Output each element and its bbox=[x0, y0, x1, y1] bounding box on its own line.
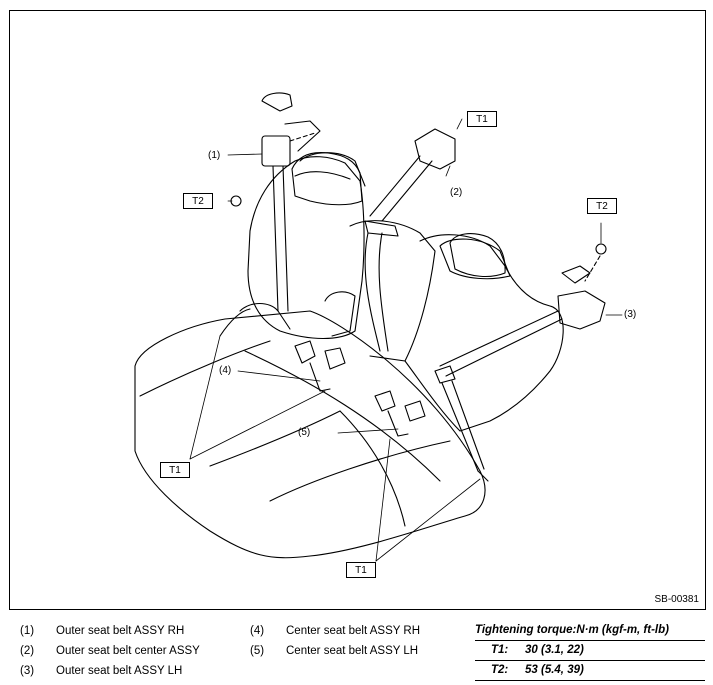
torque-box-t2-right: T2 bbox=[587, 198, 617, 214]
legend-item: (5) Center seat belt ASSY LH bbox=[250, 641, 420, 661]
seat-cushion bbox=[134, 310, 486, 559]
legend-label: Outer seat belt ASSY LH bbox=[56, 665, 183, 677]
callout-2: (2) bbox=[450, 187, 463, 198]
legend-label: Center seat belt ASSY LH bbox=[286, 645, 419, 657]
diagram-figure: (1) (2) (3) (4) (5) T1 T2 T2 T1 T1 SB-00… bbox=[9, 10, 706, 610]
torque-box-t1-bottom-left: T1 bbox=[160, 462, 190, 478]
torque-key-t1: T1: bbox=[491, 644, 509, 656]
retractor-center bbox=[414, 128, 456, 170]
callout-5: (5) bbox=[298, 427, 311, 438]
buckle-center-rh bbox=[294, 340, 316, 364]
torque-box-t2-left: T2 bbox=[183, 193, 213, 209]
torque-value-t2: 53 (5.4, 39) bbox=[525, 664, 584, 676]
torque-value-t1: 30 (3.1, 22) bbox=[525, 644, 584, 656]
legend-num: (1) bbox=[20, 625, 35, 637]
torque-row-t2: T2: 53 (5.4, 39) bbox=[475, 661, 705, 681]
retractor-rh bbox=[261, 92, 293, 112]
torque-title: Tightening torque:N·m (kgf-m, ft-lb) bbox=[475, 621, 705, 641]
legend-left-column: (1) Outer seat belt ASSY RH (2) Outer seat… bbox=[20, 621, 200, 681]
legend-item: (2) Outer seat belt center ASSY bbox=[20, 641, 200, 661]
seatback-lh bbox=[404, 234, 564, 432]
nut-t2-rh bbox=[230, 195, 242, 207]
legend-label: Outer seat belt ASSY RH bbox=[56, 625, 185, 637]
callout-3: (3) bbox=[624, 309, 637, 320]
legend-item: (4) Center seat belt ASSY RH bbox=[250, 621, 420, 641]
seatback-center bbox=[349, 220, 436, 362]
torque-row-t1: T1: 30 (3.1, 22) bbox=[475, 641, 705, 661]
seat-belt-illustration bbox=[134, 92, 623, 562]
legend-num: (5) bbox=[250, 645, 265, 657]
legend-label: Center seat belt ASSY RH bbox=[286, 625, 421, 637]
legend-num: (3) bbox=[20, 665, 35, 677]
legend-item: (1) Outer seat belt ASSY RH bbox=[20, 621, 200, 641]
legend-middle-column: (4) Center seat belt ASSY RH (5) Center se… bbox=[250, 621, 420, 661]
torque-box-t1-top: T1 bbox=[467, 111, 497, 127]
headrest-rh bbox=[291, 152, 363, 206]
legend-num: (2) bbox=[20, 645, 35, 657]
buckle-center-lh bbox=[374, 390, 396, 412]
figure-id: SB-00381 bbox=[654, 594, 699, 605]
legend-num: (4) bbox=[250, 625, 265, 637]
callout-4: (4) bbox=[219, 365, 232, 376]
torque-table: Tightening torque:N·m (kgf-m, ft-lb) T1:… bbox=[475, 621, 705, 681]
torque-key-t2: T2: bbox=[491, 664, 509, 676]
retractor-lh bbox=[557, 290, 606, 330]
callout-1: (1) bbox=[208, 150, 221, 161]
headrest-lh bbox=[449, 233, 506, 278]
legend-label: Outer seat belt center ASSY bbox=[56, 645, 200, 657]
torque-box-t1-bottom-mid: T1 bbox=[346, 562, 376, 578]
legend-item: (3) Outer seat belt ASSY LH bbox=[20, 661, 200, 681]
nut-t2-lh bbox=[595, 243, 607, 255]
